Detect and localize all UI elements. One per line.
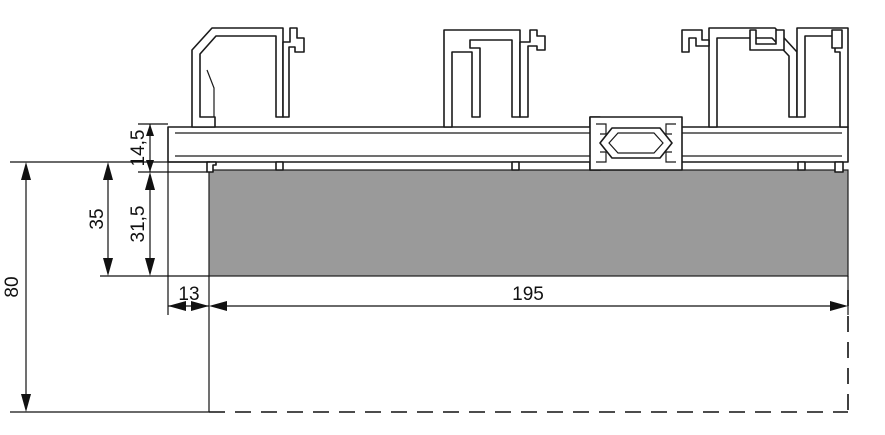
arrow-80-bottom	[21, 394, 31, 412]
thermal-break-notch-right	[665, 123, 676, 163]
arrow-31-5-top	[145, 172, 155, 190]
frame-bar	[167, 116, 849, 171]
thermal-break-inner	[608, 132, 664, 154]
arrow-13-left	[168, 301, 186, 311]
arrow-14-5-top	[146, 124, 154, 136]
profile-left-upright	[191, 27, 284, 128]
dim-label-195: 195	[512, 284, 544, 305]
profile-right-clip	[749, 29, 785, 51]
dim-label-31-5: 31,5	[128, 206, 149, 243]
clip-right	[834, 161, 844, 173]
clip-3	[797, 161, 806, 171]
arrow-13-right	[191, 301, 209, 311]
dim-label-80: 80	[2, 276, 23, 297]
dim-label-13: 13	[178, 284, 199, 305]
profile-left-inner	[206, 69, 215, 117]
clip-1	[275, 161, 284, 171]
profile-right-hook-left	[681, 29, 710, 53]
arrow-31-5-bottom	[145, 258, 155, 276]
arrow-35-bottom	[103, 258, 113, 276]
filling-panel	[208, 169, 849, 277]
arrow-14-5-bottom	[146, 160, 154, 172]
thermal-break-core	[599, 127, 673, 159]
arrow-35-top	[103, 162, 113, 180]
profile-middle-upright	[443, 29, 521, 128]
dim-label-35: 35	[87, 208, 108, 229]
profile-right-outer	[796, 27, 849, 128]
thermal-break-notch-left	[596, 123, 607, 163]
profile-right-upright	[708, 27, 798, 128]
profile-right-tip	[831, 29, 843, 49]
profile-middle-hook	[519, 29, 546, 118]
clip-2	[511, 161, 520, 171]
dim-label-14-5: 14,5	[128, 130, 149, 167]
arrow-195-right	[830, 301, 848, 311]
profile-left-hook	[282, 27, 305, 118]
arrow-195-left	[209, 301, 227, 311]
arrow-80-top	[21, 162, 31, 180]
